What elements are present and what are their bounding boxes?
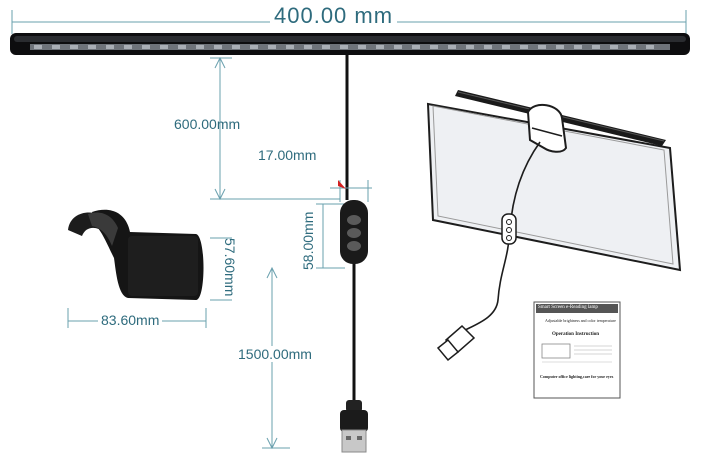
mount-clip — [68, 209, 204, 300]
manual-subtitle: Adjustable brightness and color temperat… — [545, 318, 616, 323]
controller-length-label: 58.00mm — [300, 211, 316, 270]
manual-section-title: Operation Instruction — [552, 332, 600, 337]
monitor-cable — [457, 141, 541, 335]
inline-controller — [340, 200, 368, 264]
manual-title: Smart Screen e-Reading lamp — [538, 305, 598, 310]
light-bar — [10, 33, 690, 55]
monitor-illustration — [426, 102, 682, 272]
red-arrow-marker — [338, 180, 346, 189]
arm-height-label: 600.00mm — [174, 116, 241, 132]
arm-height-dimension-line — [210, 56, 340, 201]
clip-width-label: 83.60mm — [98, 312, 163, 328]
monitor-usb-plug — [436, 324, 476, 362]
cable-length-label: 1500.00mm — [236, 346, 314, 362]
bar-length-label: 400.00 mm — [270, 3, 398, 29]
monitor-cable-controller — [501, 213, 517, 245]
instruction-manual — [533, 301, 621, 399]
power-cable — [345, 55, 356, 405]
manual-footer: Computer office lighting,care for your e… — [540, 374, 614, 379]
clip-height-label: 57.60mm — [222, 238, 238, 297]
clip-height-dimension-line — [210, 237, 232, 301]
controller-length-dimension-line — [316, 203, 345, 269]
monitor-clip — [526, 103, 568, 153]
usb-plug — [340, 400, 368, 453]
cable-width-label: 17.00mm — [258, 147, 317, 163]
